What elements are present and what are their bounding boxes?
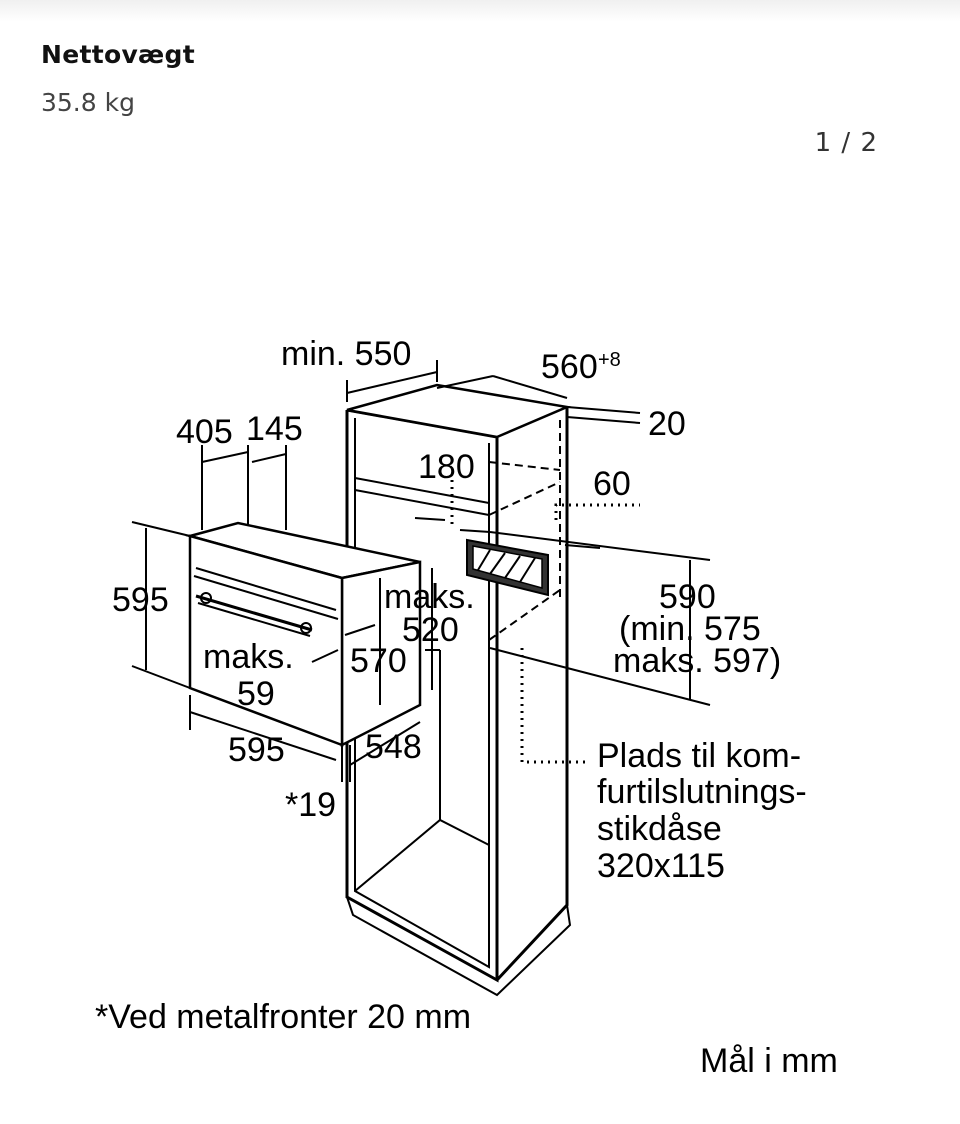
label-570: 570 [350,642,407,680]
label-plads-line3: stikdåse [597,810,722,848]
label-180: 180 [418,448,475,486]
footnote: *Ved metalfronter 20 mm [95,998,471,1036]
label-min-550: min. 550 [281,335,411,373]
label-20: 20 [648,405,686,443]
spec-value: 35.8 kg [41,88,135,117]
label-560: 560 [541,348,598,386]
unit-note: Mål i mm [700,1042,838,1080]
image-pager[interactable]: 1 / 2 [814,128,878,158]
label-maks-top: maks. [384,578,475,616]
label-548: 548 [365,728,422,766]
label-520: 520 [402,611,459,649]
label-595-height: 595 [112,581,169,619]
label-plads-line2: furtilslutnings- [597,773,807,811]
label-595-width: 595 [228,731,285,769]
label-145: 145 [246,410,303,448]
label-405: 405 [176,413,233,451]
cabinet [345,383,640,997]
dimension-labels: min. 550 560 +8 20 405 145 180 60 595 ma… [95,335,838,1080]
label-59: 59 [237,675,275,713]
oven-unit [185,521,422,748]
spec-label: Nettovægt [41,40,195,69]
label-560-tolerance: +8 [598,349,621,371]
label-60: 60 [593,465,631,503]
dimension-lines [131,360,711,782]
label-590: 590 [659,578,716,616]
label-star-19: *19 [285,786,336,824]
label-maks-597: maks. 597) [613,642,781,680]
label-plads-line1: Plads til kom- [597,737,801,775]
top-bar [0,0,960,22]
label-plads-line4: 320x115 [597,847,725,885]
label-maks-left: maks. [203,638,294,676]
label-min-575: (min. 575 [619,610,761,648]
